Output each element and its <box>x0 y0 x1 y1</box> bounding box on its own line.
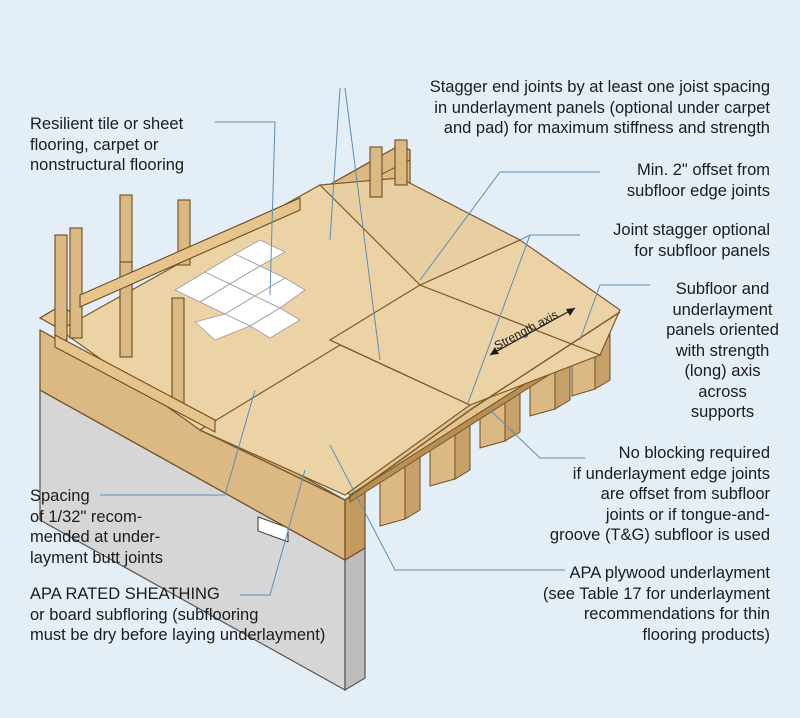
callout-min-offset: Min. 2" offset from subfloor edge joints <box>626 161 770 200</box>
leader-lines <box>100 87 650 596</box>
callout-joint-stagger: Joint stagger optional for subfloor pane… <box>613 221 770 260</box>
callout-spacing: Spacing of 1/32" recom- mended at under-… <box>30 487 163 567</box>
callout-apa-rated-sheathing: APA RATED SHEATHING or board subfloring … <box>30 585 326 644</box>
callout-resilient-flooring: Resilient tile or sheet flooring, carpet… <box>30 115 185 174</box>
callout-stagger-end-joints: Stagger end joints by at least one joist… <box>429 78 770 137</box>
callout-panel-orientation: Subfloor and underlayment panels oriente… <box>666 280 779 421</box>
resilient-tiles <box>174 239 306 341</box>
callout-apa-plywood-underlayment: APA plywood underlayment (see Table 17 f… <box>542 564 770 644</box>
wall-studs <box>54 139 408 433</box>
callout-no-blocking: No blocking required if underlayment edg… <box>549 444 770 544</box>
